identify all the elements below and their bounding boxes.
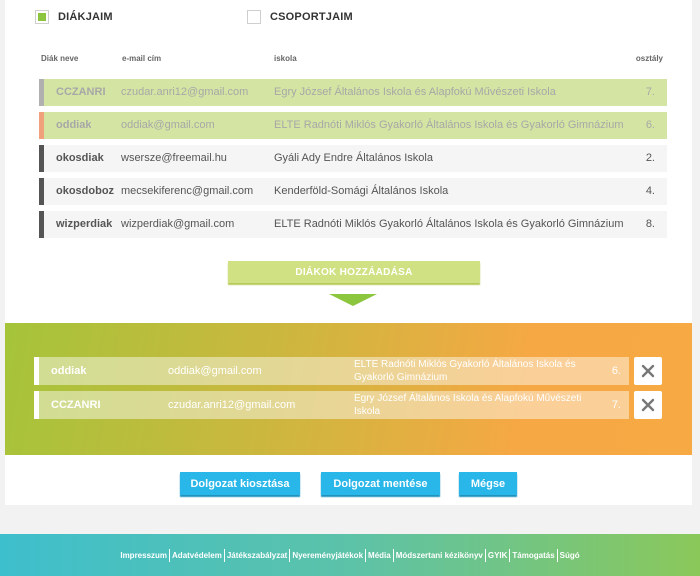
- distribute-test-button[interactable]: Dolgozat kiosztása: [180, 472, 300, 495]
- column-header-name: Diák neve: [41, 54, 79, 63]
- table-row[interactable]: wizperdiak wizperdiak@gmail.com ELTE Radnó…: [39, 211, 667, 238]
- remove-student-button[interactable]: [634, 391, 662, 419]
- student-school: ELTE Radnóti Miklós Gyakorló Általános I…: [274, 119, 624, 131]
- footer-link[interactable]: GYIK: [486, 548, 511, 562]
- checkbox-checked-mark: [38, 13, 46, 21]
- student-name: wizperdiak: [56, 218, 113, 230]
- tab-students[interactable]: DIÁKJAIM: [35, 10, 113, 24]
- save-test-button[interactable]: Dolgozat mentése: [321, 472, 440, 495]
- student-email: mecsekiferenc@gmail.com: [121, 185, 254, 197]
- row-indicator-bar: [39, 211, 44, 238]
- row-indicator-bar: [39, 178, 44, 205]
- footer-link[interactable]: Súgó: [559, 550, 580, 560]
- student-name: okosdoboz: [56, 185, 115, 197]
- selected-student-email: czudar.anri12@gmail.com: [168, 399, 296, 411]
- column-header-email: e-mail cím: [122, 54, 162, 63]
- student-grade: 7.: [645, 86, 655, 98]
- footer-link[interactable]: Média: [366, 548, 394, 562]
- student-grade: 6.: [645, 119, 655, 131]
- chevron-down-icon: [329, 294, 377, 306]
- table-row[interactable]: okosdoboz mecsekiferenc@gmail.com Kenderfö…: [39, 178, 667, 205]
- row-indicator-bar: [39, 145, 44, 172]
- student-email: oddiak@gmail.com: [121, 119, 215, 131]
- selected-student-grade: 7.: [611, 399, 621, 411]
- student-grade: 4.: [645, 185, 655, 197]
- student-grade: 2.: [645, 152, 655, 164]
- table-row[interactable]: CCZANRI czudar.anri12@gmail.com Egry Józse…: [39, 79, 667, 106]
- student-email: wsersze@freemail.hu: [121, 152, 227, 164]
- footer-link[interactable]: Impresszum: [118, 548, 171, 562]
- selected-students-panel: oddiak oddiak@gmail.com ELTE Radnóti Mikló…: [5, 323, 692, 455]
- selected-student-school: Egry József Általános Iskola és Alapfokú…: [354, 393, 582, 417]
- student-name: oddiak: [56, 119, 92, 131]
- tab-groups-label: CSOPORTJAIM: [270, 11, 353, 23]
- selected-student-name: oddiak: [51, 365, 87, 377]
- row-indicator-bar: [39, 79, 44, 106]
- student-email: wizperdiak@gmail.com: [121, 218, 235, 230]
- selected-student-row: CCZANRI czudar.anri12@gmail.com Egry Józse…: [34, 391, 629, 419]
- footer-link[interactable]: Nyereményjátékok: [290, 548, 367, 562]
- close-icon: [641, 398, 655, 412]
- tab-bar: DIÁKJAIM CSOPORTJAIM: [35, 10, 435, 28]
- checkbox-icon[interactable]: [35, 10, 49, 24]
- selected-student-name: CCZANRI: [51, 399, 101, 411]
- column-header-school: iskola: [274, 54, 297, 63]
- action-buttons: Dolgozat kiosztása Dolgozat mentése Mégs…: [0, 472, 700, 495]
- footer-link[interactable]: Módszertani kézikönyv: [394, 548, 486, 562]
- student-school: ELTE Radnóti Miklós Gyakorló Általános I…: [274, 218, 624, 230]
- tab-students-label: DIÁKJAIM: [58, 11, 113, 23]
- selected-student-grade: 6.: [611, 365, 621, 377]
- row-indicator-bar: [39, 112, 44, 139]
- checkbox-icon[interactable]: [247, 10, 261, 24]
- tab-groups[interactable]: CSOPORTJAIM: [247, 10, 353, 24]
- student-school: Kenderföld-Somági Általános Iskola: [274, 185, 449, 197]
- table-row[interactable]: okosdiak wsersze@freemail.hu Gyáli Ady End…: [39, 145, 667, 172]
- close-icon: [641, 364, 655, 378]
- remove-student-button[interactable]: [634, 357, 662, 385]
- footer-link[interactable]: Adatvédelem: [170, 548, 225, 562]
- selected-student-row: oddiak oddiak@gmail.com ELTE Radnóti Mikló…: [34, 357, 629, 385]
- selected-student-email: oddiak@gmail.com: [168, 365, 262, 377]
- selected-student-school: ELTE Radnóti Miklós Gyakorló Általános I…: [354, 359, 576, 383]
- footer-link[interactable]: Játékszabályzat: [225, 548, 291, 562]
- cancel-button[interactable]: Mégse: [459, 472, 517, 495]
- table-header: Diák neve e-mail cím iskola osztály: [41, 54, 665, 66]
- student-name: CCZANRI: [56, 86, 106, 98]
- column-header-grade: osztály: [635, 54, 663, 63]
- add-students-button[interactable]: DIÁKOK HOZZÁADÁSA: [228, 261, 480, 283]
- table-row[interactable]: oddiak oddiak@gmail.com ELTE Radnóti Mikló…: [39, 112, 667, 139]
- student-name: okosdiak: [56, 152, 104, 164]
- student-email: czudar.anri12@gmail.com: [121, 86, 249, 98]
- student-grade: 8.: [645, 218, 655, 230]
- student-school: Egry József Általános Iskola és Alapfokú…: [274, 86, 556, 98]
- student-school: Gyáli Ady Endre Általános Iskola: [274, 152, 433, 164]
- footer-link[interactable]: Támogatás: [510, 548, 558, 562]
